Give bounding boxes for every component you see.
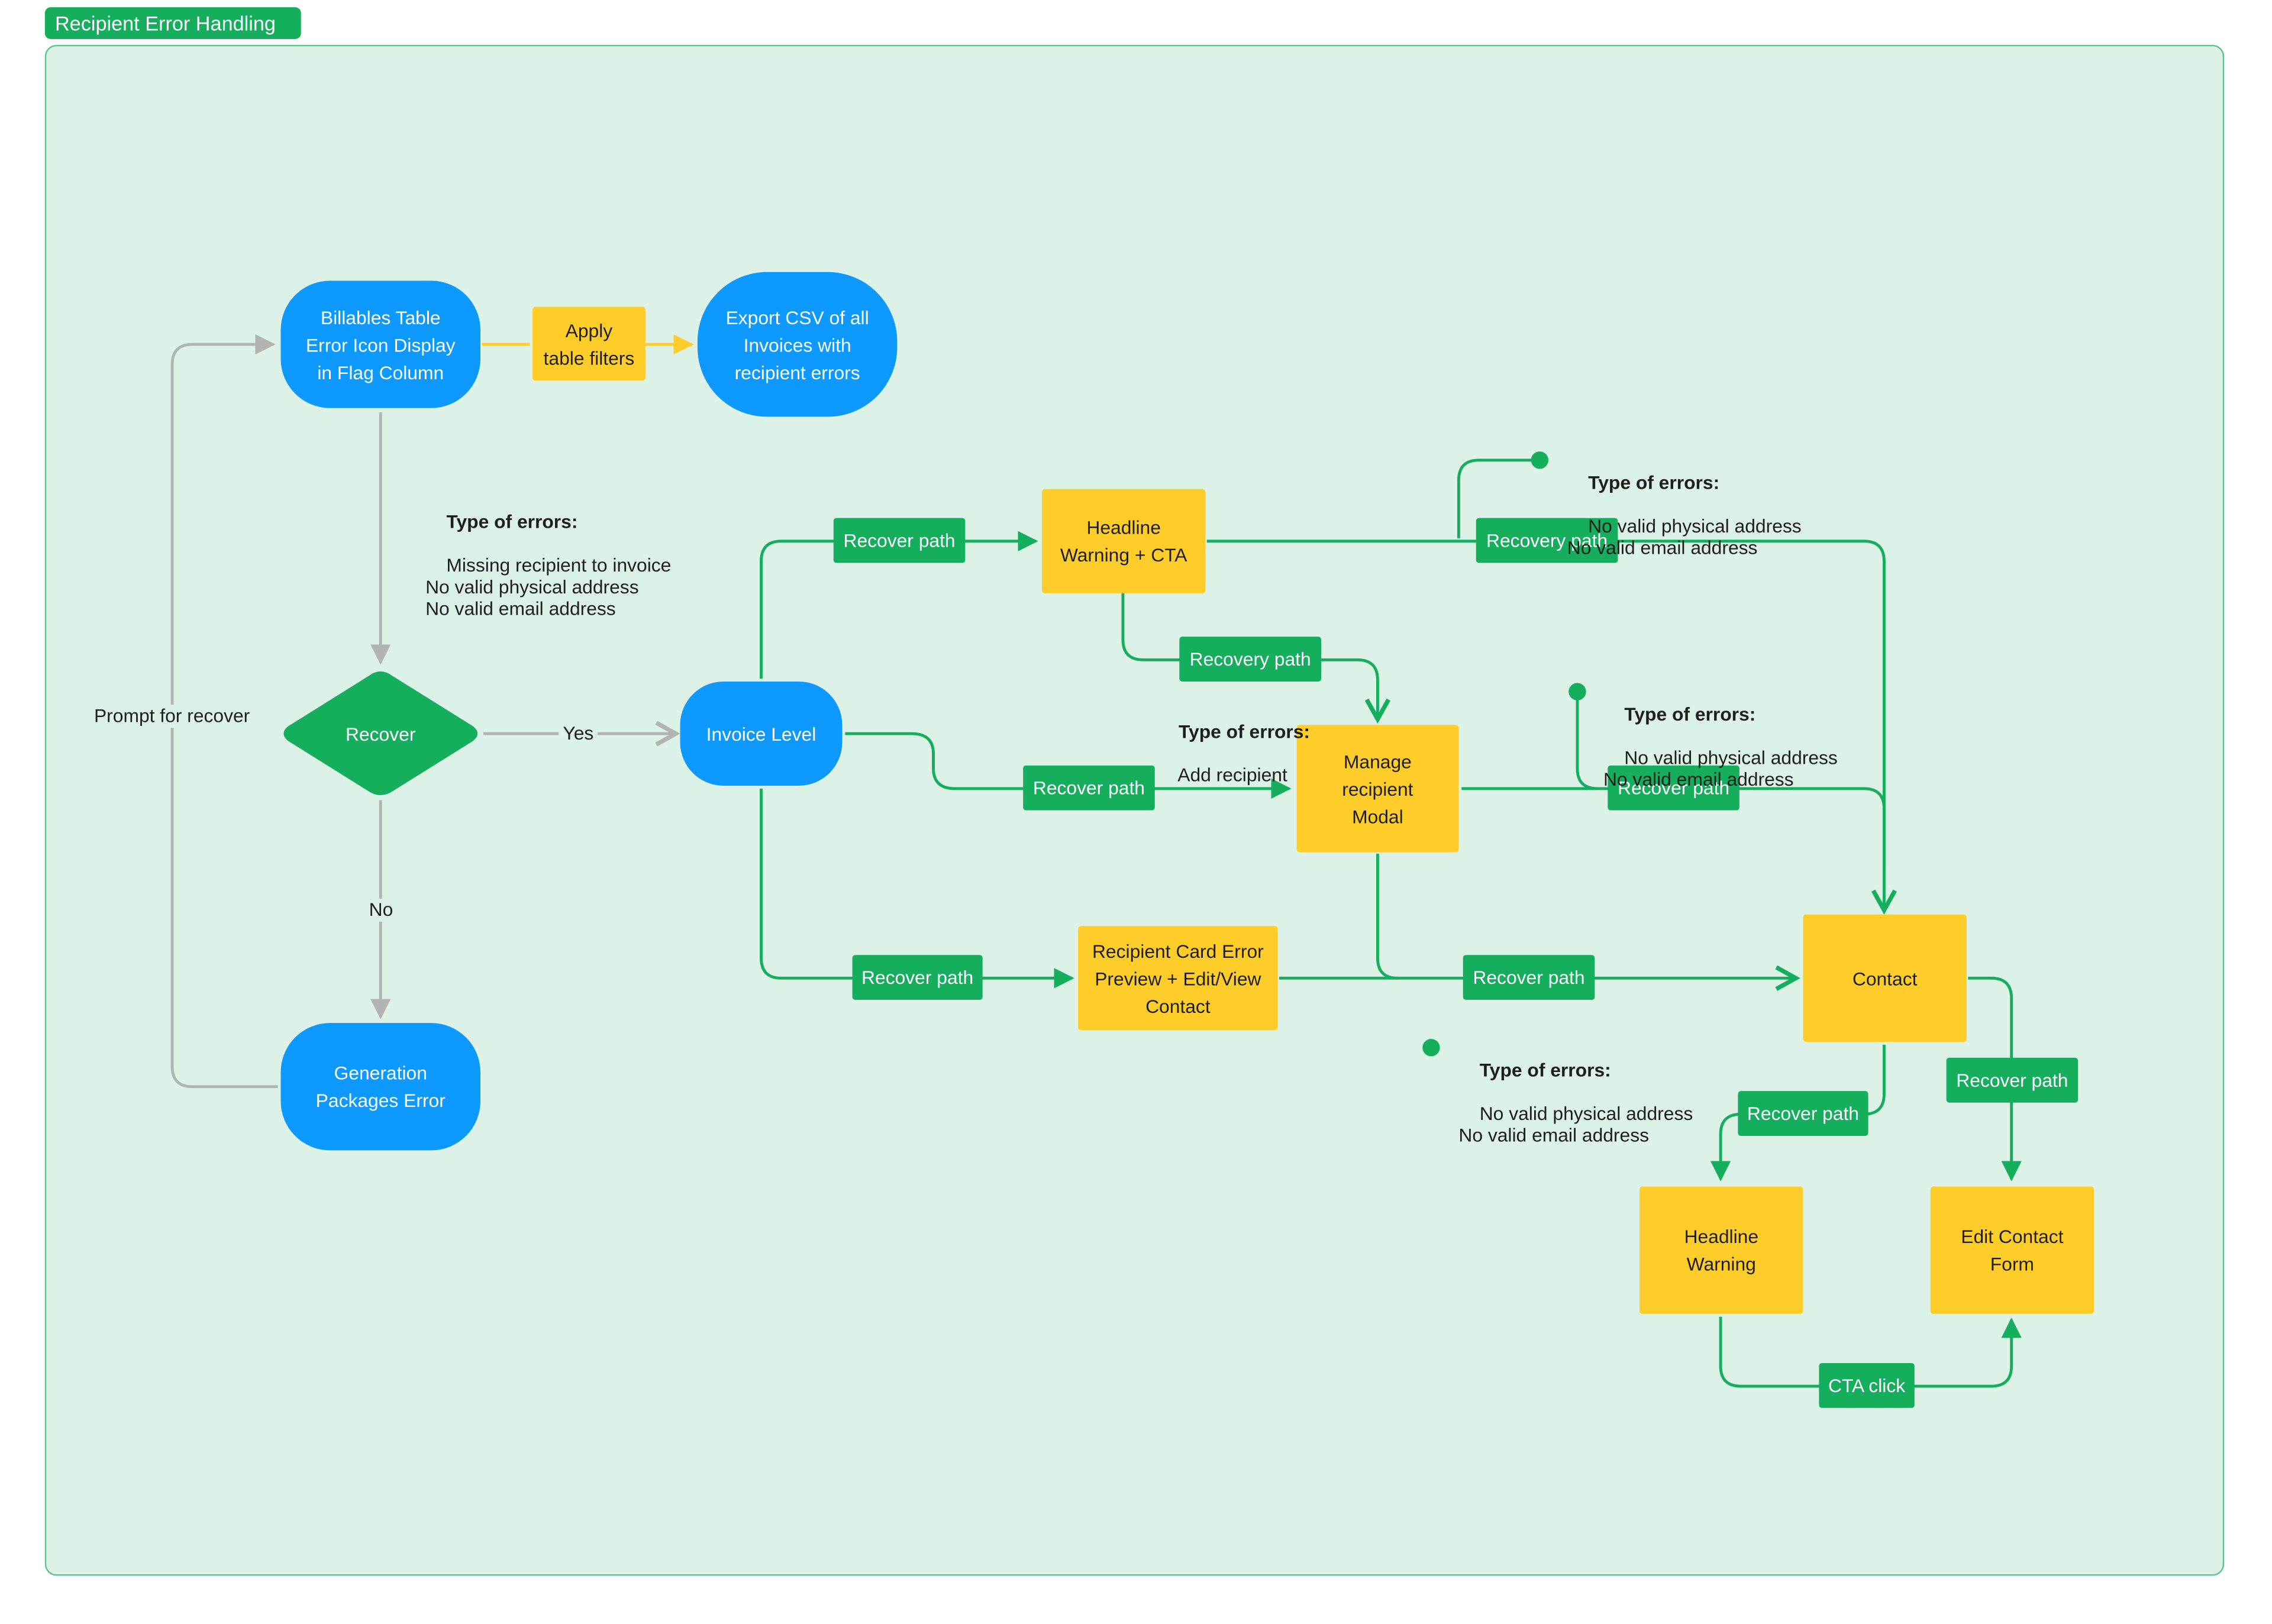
edge-label-recover-path-to-warning[interactable]: Recover path xyxy=(1738,1091,1868,1136)
connector-modal-to-contact-right xyxy=(1461,787,1886,868)
decision-diamond-shape xyxy=(283,671,478,795)
invoice-level-label: Invoice Level xyxy=(706,722,816,745)
section-title[interactable]: Recipient Error Handling xyxy=(44,7,301,40)
edge-label-cta-click[interactable]: CTA click xyxy=(1819,1363,1915,1408)
export-csv-node[interactable]: Export CSV of all Invoices with recipien… xyxy=(697,272,898,417)
connector-invoice-to-modal xyxy=(845,732,1292,799)
recover-decision-label: Recover xyxy=(346,722,416,745)
connector-headline-cta-to-contact xyxy=(1206,540,1884,911)
export-csv-label: Export CSV of all Invoices with recipien… xyxy=(725,306,869,383)
errors-note-mid-right[interactable]: Type of errors: No valid physical addres… xyxy=(1603,682,1838,812)
errors-note-top-right[interactable]: Type of errors: No valid physical addres… xyxy=(1567,450,1802,580)
connector-invoice-to-headline-cta xyxy=(760,531,1038,679)
edge-label-recover-path-to-form[interactable]: Recover path xyxy=(1946,1057,2079,1103)
edge-label-recover-path-modal-to-contact[interactable]: Recover path xyxy=(1608,765,1740,811)
errors-note-main[interactable]: Type of errors: Missing recipient to inv… xyxy=(425,489,671,641)
apply-filters-node[interactable]: Apply table filters xyxy=(532,306,646,381)
edge-label-recover-path-modal[interactable]: Recover path xyxy=(1023,765,1155,811)
manage-recipient-modal-node[interactable]: Manage recipient Modal xyxy=(1296,725,1459,853)
errors-note-main-body: Missing recipient to invoice No valid ph… xyxy=(425,554,672,619)
errors-note-mid-right-heading: Type of errors: xyxy=(1624,703,1756,725)
errors-note-bottom-heading: Type of errors: xyxy=(1479,1059,1611,1081)
note-anchor-dot-bottom[interactable] xyxy=(1422,1039,1440,1057)
headline-warning-cta-node[interactable]: Headline Warning + CTA xyxy=(1041,489,1206,593)
errors-note-bottom-body: No valid physical address No valid email… xyxy=(1458,1102,1693,1147)
manage-recipient-modal-label: Manage recipient Modal xyxy=(1342,750,1413,827)
billables-table-label: Billables Table Error Icon Display in Fl… xyxy=(305,306,456,383)
errors-note-top-right-heading: Type of errors: xyxy=(1588,472,1720,494)
edge-label-recover-path-card[interactable]: Recover path xyxy=(852,955,983,1000)
contact-node[interactable]: Contact xyxy=(1803,914,1967,1042)
invoice-level-node[interactable]: Invoice Level xyxy=(680,681,843,786)
edit-contact-form-node[interactable]: Edit Contact Form xyxy=(1930,1186,2094,1314)
edge-label-recovery-path-to-contact[interactable]: Recovery path xyxy=(1476,518,1618,563)
connector-top-dot-branch xyxy=(1457,459,1537,538)
connector-invoice-to-card xyxy=(760,788,1074,989)
errors-note-bottom[interactable]: Type of errors: No valid physical addres… xyxy=(1458,1038,1693,1168)
connector-mid-dot-branch xyxy=(1576,692,1598,790)
recipient-card-error-label: Recipient Card Error Preview + Edit/View… xyxy=(1092,939,1264,1017)
errors-note-top-right-body: No valid physical address No valid email… xyxy=(1567,515,1802,559)
headline-warning-node[interactable]: Headline Warning xyxy=(1640,1186,1803,1314)
headline-warning-label: Headline Warning xyxy=(1684,1225,1759,1275)
edge-label-prompt-for-recover[interactable]: Prompt for recover xyxy=(89,705,254,728)
billables-table-node[interactable]: Billables Table Error Icon Display in Fl… xyxy=(280,280,481,408)
edit-contact-form-label: Edit Contact Form xyxy=(1961,1225,2064,1275)
errors-note-modal-heading: Type of errors: xyxy=(1178,721,1311,742)
edge-label-no[interactable]: No xyxy=(364,898,398,922)
note-anchor-dot-mid[interactable] xyxy=(1569,683,1586,700)
recipient-card-error-node[interactable]: Recipient Card Error Preview + Edit/View… xyxy=(1078,926,1278,1031)
connector-modal-down-to-contact xyxy=(1376,854,1398,980)
connector-contact-to-edit-form xyxy=(1968,976,2022,1181)
errors-note-modal[interactable]: Type of errors: Add recipient xyxy=(1158,699,1310,807)
errors-note-main-heading: Type of errors: xyxy=(446,511,578,533)
edge-label-yes[interactable]: Yes xyxy=(559,722,598,745)
generation-packages-error-label: Generation Packages Error xyxy=(315,1062,446,1112)
generation-packages-error-node[interactable]: Generation Packages Error xyxy=(280,1023,481,1151)
contact-label: Contact xyxy=(1852,967,1918,989)
headline-warning-cta-label: Headline Warning + CTA xyxy=(1060,516,1187,566)
edge-label-recovery-path-to-modal[interactable]: Recovery path xyxy=(1179,637,1322,682)
errors-note-modal-body: Add recipient xyxy=(1177,764,1287,786)
edge-label-recover-path-modal-down[interactable]: Recover path xyxy=(1463,955,1595,1000)
edge-label-recover-path-headline[interactable]: Recover path xyxy=(833,518,966,563)
errors-note-mid-right-body: No valid physical address No valid email… xyxy=(1603,747,1838,790)
note-anchor-dot-top[interactable] xyxy=(1531,451,1549,469)
apply-filters-label: Apply table filters xyxy=(543,319,635,369)
recover-decision[interactable]: Recover xyxy=(279,669,482,799)
